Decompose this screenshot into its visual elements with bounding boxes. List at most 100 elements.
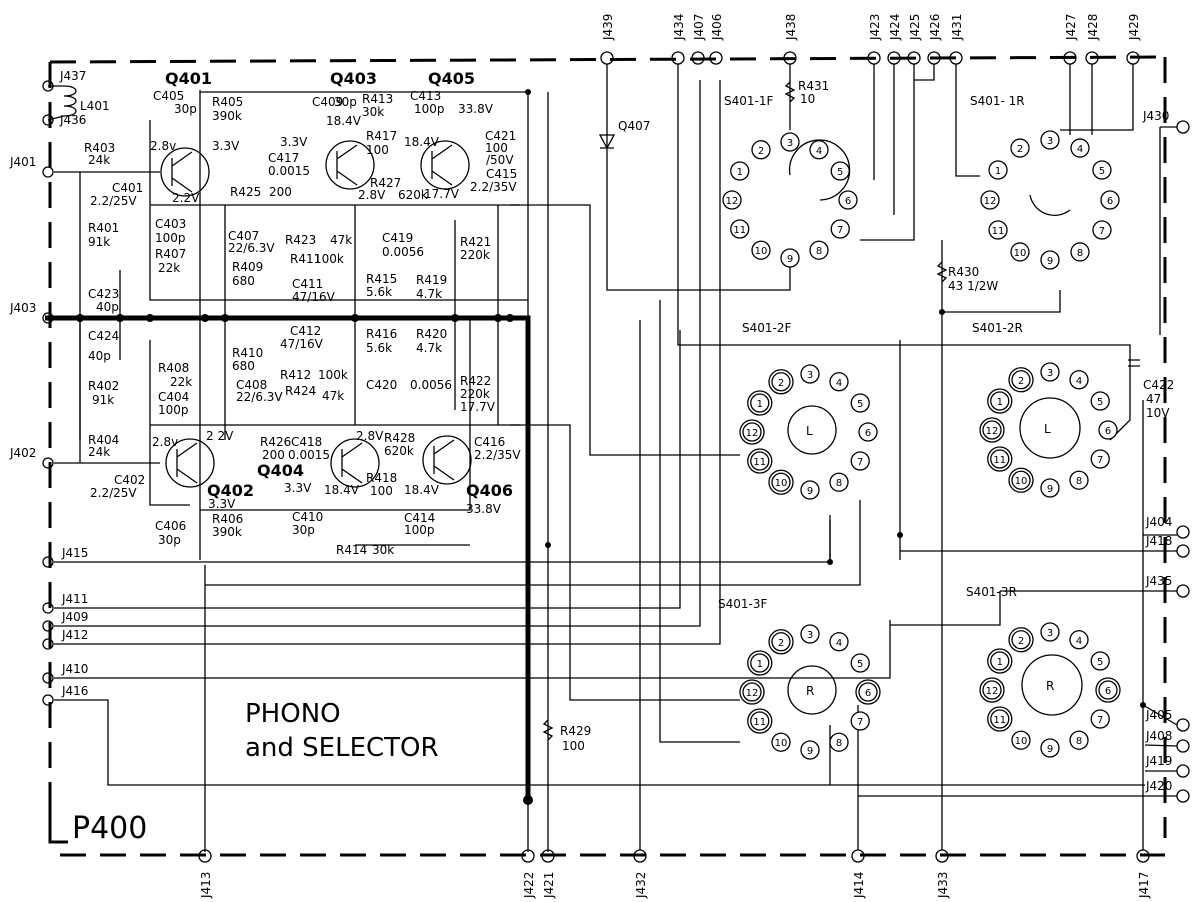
r412-value: 100k: [318, 368, 348, 382]
transistor-q404: Q404: [257, 438, 380, 488]
j416-label: J416: [61, 684, 88, 698]
s3f-label: S401-3F: [718, 597, 767, 611]
s2r-contact-ring-12: [979, 417, 1005, 443]
s3f-contact-11: [750, 711, 770, 731]
s3r-contact-label-3: 3: [1047, 628, 1053, 639]
s1r-label: S401- 1R: [970, 94, 1025, 108]
j425-label: J425: [908, 14, 922, 41]
terminal-j407[interactable]: [691, 51, 705, 65]
v-q403-b: 3.3V: [280, 135, 308, 149]
s2f-contact-ring-12: [739, 419, 765, 445]
s2r-contact-label-2: 2: [1018, 376, 1024, 387]
s3f-contact-2: [771, 632, 791, 652]
s2f-contact-10: [771, 472, 791, 492]
s1f-contact-label-9: 9: [787, 254, 793, 265]
s3r-contact-9: [1040, 738, 1060, 758]
terminal-j405[interactable]: [1176, 718, 1190, 732]
j421-label: J421: [542, 872, 556, 899]
c417-name: C417: [268, 151, 299, 165]
terminal-j436[interactable]: [42, 114, 54, 126]
r408-name: R408: [158, 361, 189, 375]
r408-value: 22k: [170, 375, 192, 389]
terminal-j403[interactable]: [42, 312, 54, 324]
s1f-contact-10: [751, 240, 771, 260]
terminal-j413[interactable]: [198, 849, 212, 863]
s1f-contact-11: [730, 219, 750, 239]
c406-name: C406: [155, 519, 186, 533]
j432-label: J432: [634, 872, 648, 899]
terminal-j422[interactable]: [521, 849, 535, 863]
c404-name: C404: [158, 390, 189, 404]
terminal-j402[interactable]: [42, 457, 54, 469]
terminal-j410[interactable]: [42, 672, 54, 684]
s3r-contact-label-12: 12: [986, 686, 999, 697]
board-outline: [48, 55, 1167, 857]
r410-value: 680: [232, 359, 255, 373]
s2f-contact-11: [750, 451, 770, 471]
terminal-j418[interactable]: [1176, 544, 1190, 558]
s3r-contact-ring-1: [987, 648, 1013, 674]
s3r-contact-10: [1011, 730, 1031, 750]
terminal-j419[interactable]: [1176, 764, 1190, 778]
c424-name: C424: [88, 329, 119, 343]
terminal-j408[interactable]: [1176, 739, 1190, 753]
v-q405-b: 18.4V: [404, 135, 440, 149]
resistor-r431: R431 10: [784, 79, 829, 106]
terminal-j415[interactable]: [42, 556, 54, 568]
s3f-contact-label-9: 9: [807, 746, 813, 757]
s1f-contact-8: [809, 240, 829, 260]
terminal-j404[interactable]: [1176, 525, 1190, 539]
s2r-contact-5: [1090, 391, 1110, 411]
terminal-j416[interactable]: [42, 694, 54, 706]
s2r-contact-ring-1: [987, 388, 1013, 414]
c415-name: C415: [486, 167, 517, 181]
terminal-j409[interactable]: [42, 620, 54, 632]
bus-junctions: [76, 89, 551, 548]
terminal-j430[interactable]: [1176, 120, 1190, 134]
transistor-q406: Q406: [422, 435, 513, 500]
r428-value: 620k: [384, 444, 414, 458]
l401-label: L401: [80, 99, 110, 113]
s2r-contact-label-10: 10: [1015, 476, 1028, 487]
terminal-j406[interactable]: [709, 51, 723, 65]
terminal-j412[interactable]: [42, 638, 54, 650]
s3f-contact-label-8: 8: [836, 738, 842, 749]
s1f-contact-label-8: 8: [816, 246, 822, 257]
j424-label: J424: [888, 14, 902, 41]
coil-l401: L401: [47, 85, 110, 121]
c408-value: 22/6.3V: [236, 390, 283, 404]
j437-label: J437: [59, 69, 86, 83]
c416-value: 2.2/35V: [474, 448, 521, 462]
s3r-contact-label-1: 1: [997, 657, 1003, 668]
c405-name: C405: [153, 89, 184, 103]
r429-name: R429: [560, 724, 591, 738]
s2r-contact-8: [1069, 470, 1089, 490]
r406-name: R406: [212, 512, 243, 526]
s1r-contact-label-2: 2: [1017, 144, 1023, 155]
v-q406-b: 18.4V: [404, 483, 440, 497]
s2f-contact-7: [850, 451, 870, 471]
s2f-contact-12: [742, 422, 762, 442]
j433-label: J433: [936, 872, 950, 899]
s2f-contact-ring-1: [747, 390, 773, 416]
component-labels-lower: C424 40p R402 91k R408 22k C404 100p R40…: [88, 324, 591, 753]
r418-name: R418: [366, 471, 397, 485]
s1r-contact-8: [1070, 242, 1090, 262]
s2f-contact-label-12: 12: [746, 428, 759, 439]
c406-value: 30p: [158, 533, 181, 547]
s2f-contact-label-3: 3: [807, 370, 813, 381]
s3f-contact-ring-2: [768, 629, 794, 655]
terminal-j411[interactable]: [42, 602, 54, 614]
terminal-j435[interactable]: [1176, 584, 1190, 598]
s2r-contact-4: [1069, 370, 1089, 390]
s2f-contact-2: [771, 372, 791, 392]
terminal-j421[interactable]: [541, 849, 555, 863]
r418-value: 100: [370, 484, 393, 498]
v-q405-c: 33.8V: [458, 102, 494, 116]
terminal-j420[interactable]: [1176, 789, 1190, 803]
s3r-contact-6: [1098, 680, 1118, 700]
component-labels-upper: C405 30p R405 390k R403 24k C401 2.2/25V…: [84, 89, 517, 314]
terminal-j401[interactable]: [42, 166, 54, 178]
s1r-contact-label-5: 5: [1099, 166, 1105, 177]
c416-name: C416: [474, 435, 505, 449]
